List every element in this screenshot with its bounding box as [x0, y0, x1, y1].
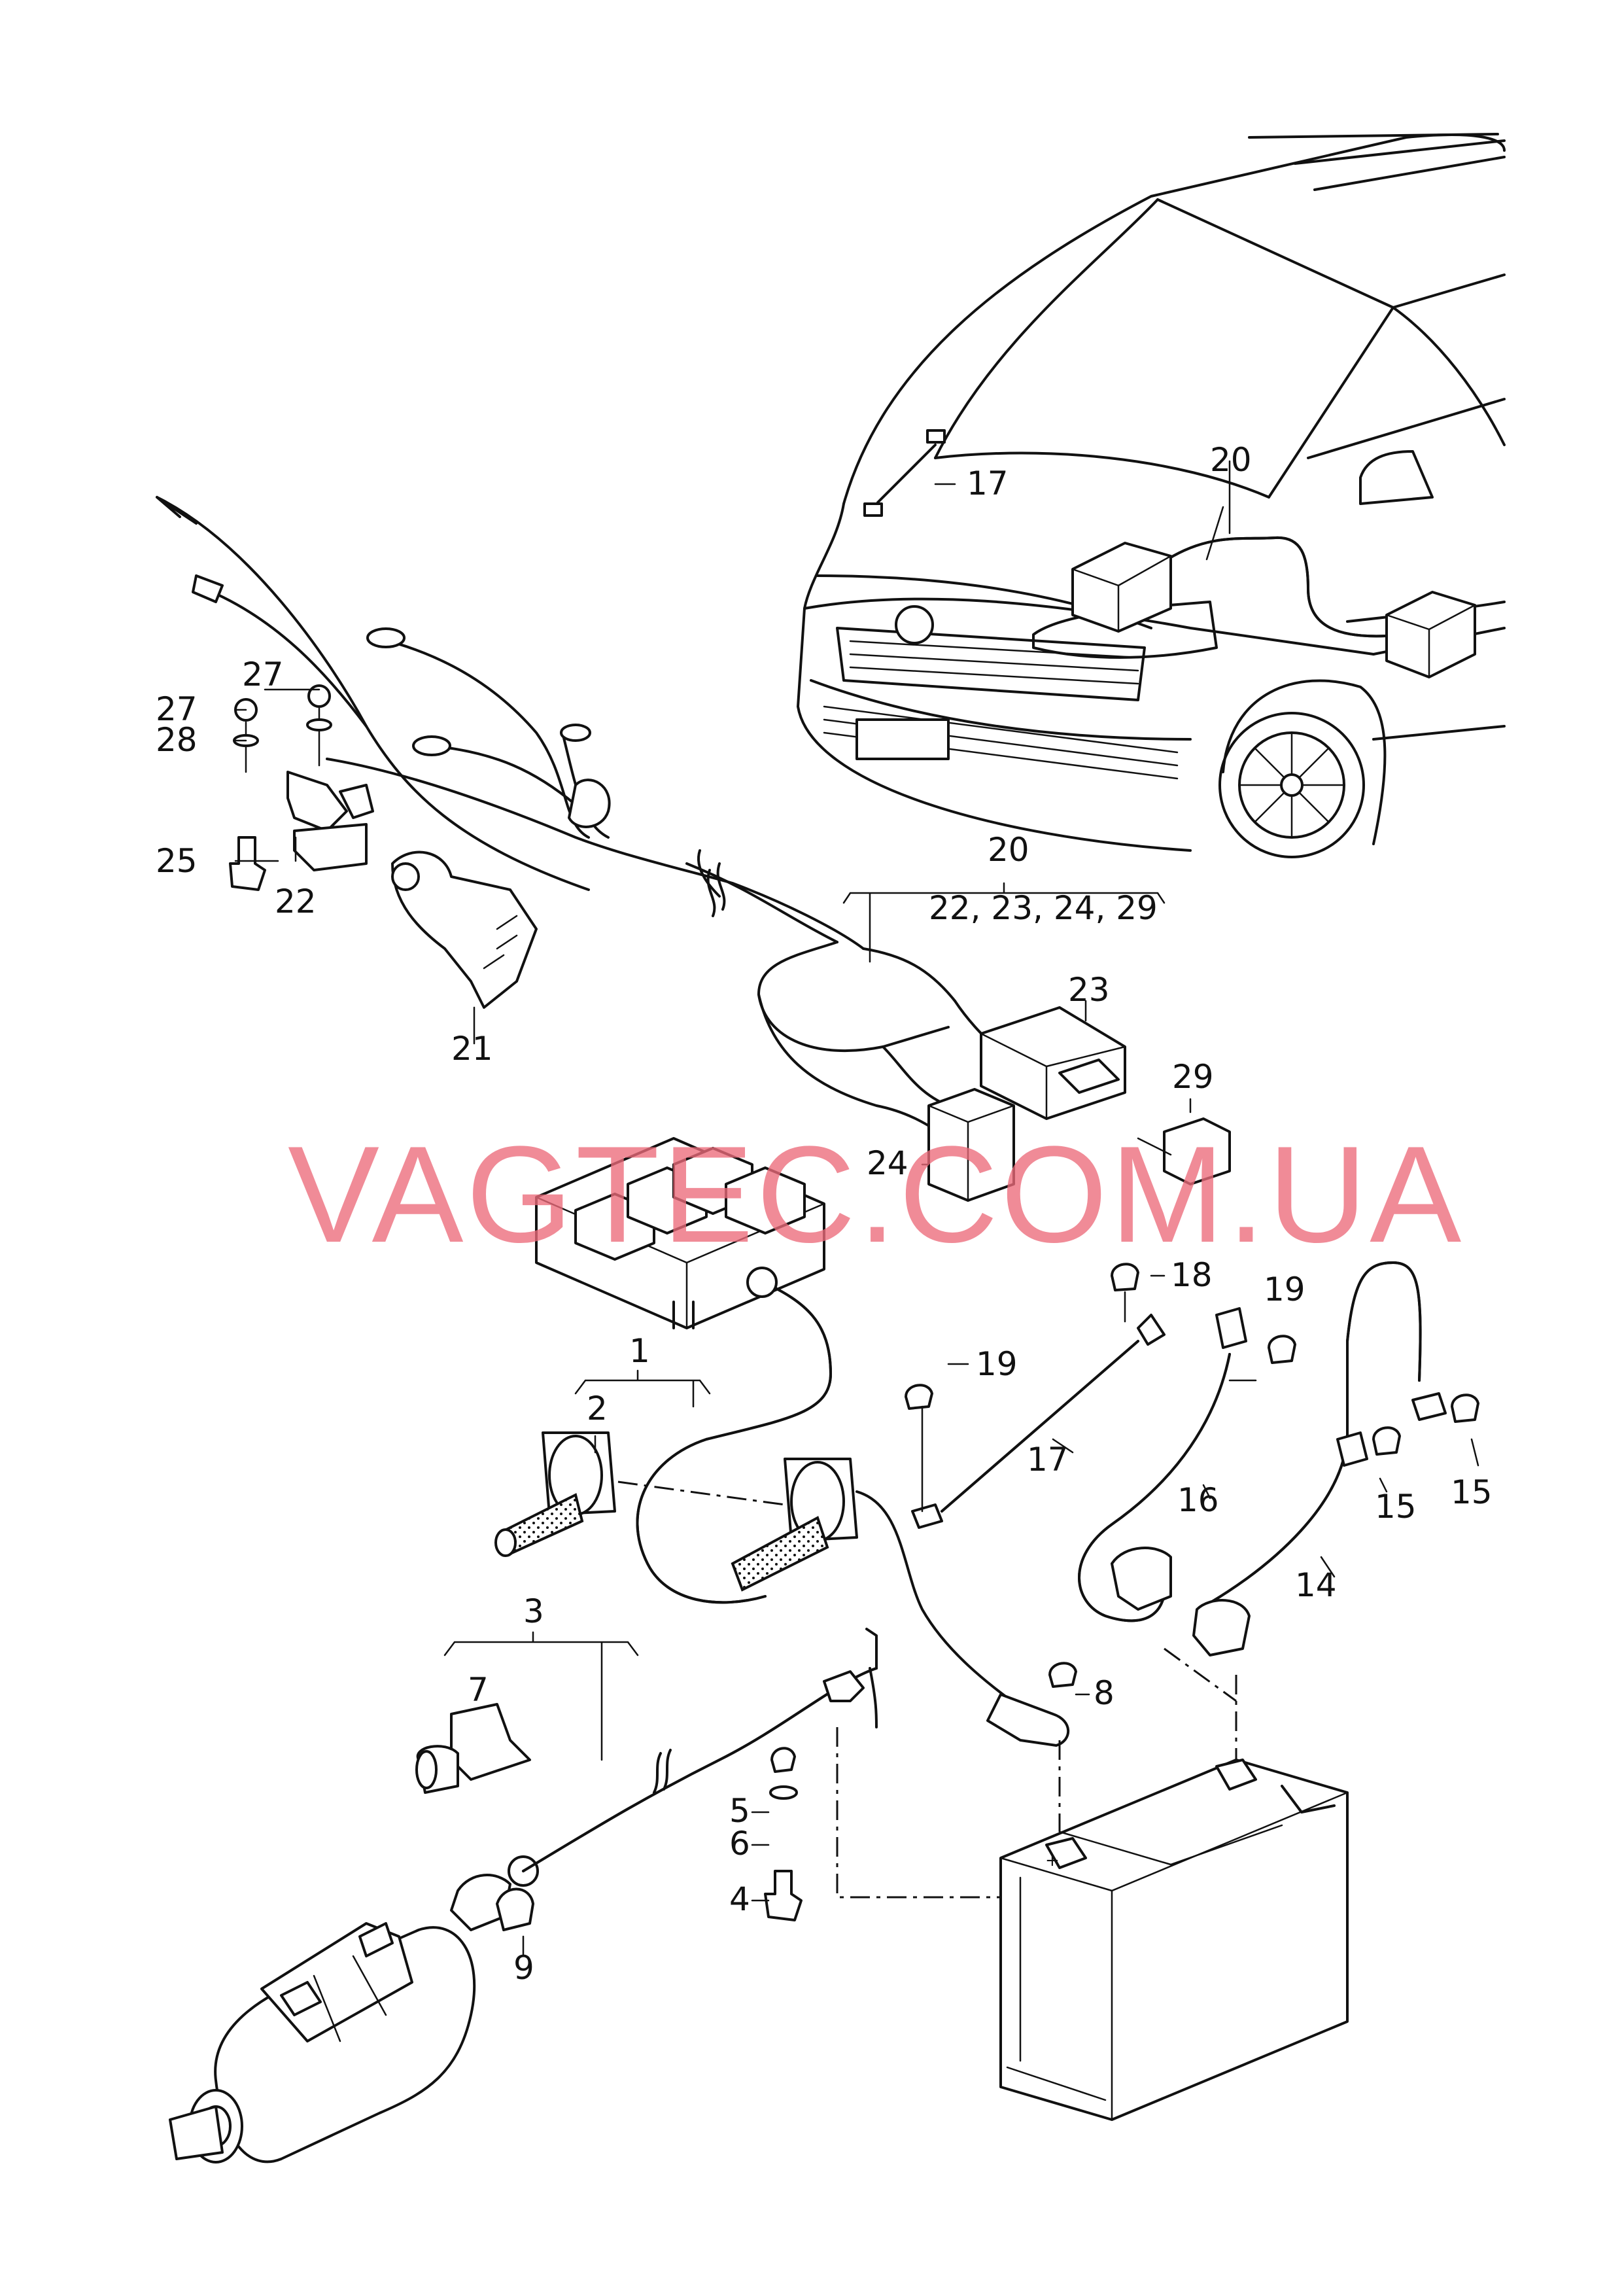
- callout-17: 17: [1027, 1441, 1069, 1479]
- callout-1: 1: [629, 1332, 650, 1370]
- battery-cable-assembly: [415, 1267, 1237, 1931]
- callout-6: 6: [729, 1825, 750, 1863]
- callout-25: 25: [156, 842, 198, 880]
- battery-illustration: +: [999, 1759, 1349, 2121]
- callout-9: 9: [513, 1949, 534, 1987]
- van-illustration: [797, 133, 1506, 858]
- callout-4: 4: [729, 1880, 750, 1918]
- callout-20: 20: [988, 831, 1029, 869]
- callout-7: 7: [468, 1671, 489, 1709]
- callout-24: 24: [867, 1144, 908, 1182]
- watermark: VAGTEC.COM.UA: [288, 1117, 1464, 1271]
- wiring-harness-assembly: [156, 496, 1231, 1202]
- callout-3: 3: [523, 1592, 544, 1630]
- callout-19b: 19: [1264, 1270, 1305, 1308]
- callout-labels: 17 20 20 22, 23, 24, 29 27 27 28 25 22 2…: [156, 441, 1493, 1987]
- leader-lines: [234, 460, 1479, 1957]
- callout-19a: 19: [976, 1345, 1018, 1383]
- callout-2: 2: [587, 1390, 608, 1428]
- callout-27a: 27: [156, 690, 198, 728]
- callout-15a: 15: [1375, 1488, 1417, 1526]
- callout-29: 29: [1172, 1058, 1214, 1096]
- callout-22: 22: [275, 883, 317, 920]
- callout-17-top: 17: [967, 464, 1009, 502]
- starter-motor: [169, 1922, 476, 2164]
- svg-text:+: +: [1045, 1851, 1060, 1870]
- callout-21: 21: [451, 1030, 493, 1068]
- callout-23: 23: [1068, 971, 1110, 1009]
- grouping-brackets: [443, 882, 1166, 1761]
- fasteners: [764, 1261, 1479, 1921]
- callout-16: 16: [1177, 1481, 1219, 1519]
- callout-18: 18: [1171, 1256, 1213, 1294]
- callout-20-top: 20: [1210, 441, 1252, 479]
- callout-8: 8: [1094, 1674, 1114, 1712]
- callout-28: 28: [156, 721, 198, 759]
- callout-5: 5: [729, 1792, 750, 1830]
- callout-14: 14: [1295, 1566, 1337, 1604]
- callout-20-sub: 22, 23, 24, 29: [929, 889, 1158, 927]
- callout-15b: 15: [1451, 1473, 1493, 1511]
- callout-27b: 27: [242, 656, 284, 693]
